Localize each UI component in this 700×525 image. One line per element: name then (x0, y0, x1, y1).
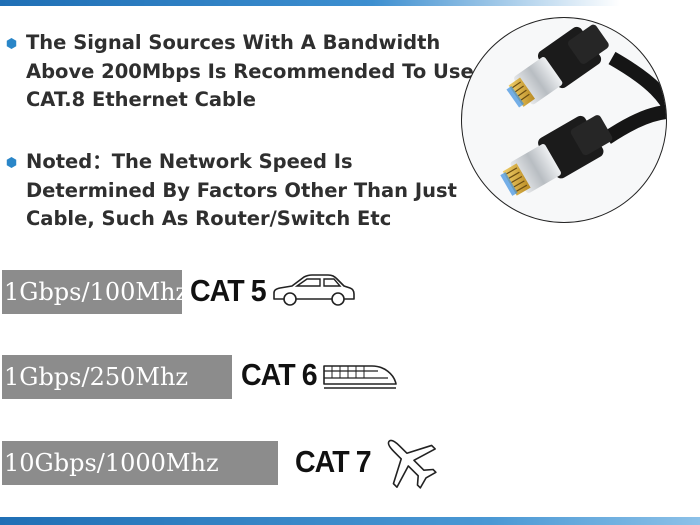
speed-bar-cat6: 1Gbps/250Mhz (2, 355, 232, 399)
note-network-speed: Noted：The Network Speed Is Determined By… (6, 148, 486, 234)
car-icon (273, 274, 355, 306)
ethernet-connector-icon (500, 24, 666, 196)
hexagon-bullet-icon (6, 157, 17, 168)
hexagon-bullet-icon (6, 38, 17, 49)
speed-bar-cat5: 1Gbps/100Mhz (2, 270, 188, 314)
note-bandwidth-text: The Signal Sources With A Bandwidth Abov… (26, 31, 474, 111)
speed-bar-cat7: 10Gbps/1000Mhz (2, 441, 278, 485)
airplane-icon (387, 439, 437, 489)
note-bandwidth: The Signal Sources With A Bandwidth Abov… (6, 29, 486, 115)
top-accent-strip (0, 0, 620, 6)
train-icon (323, 365, 397, 389)
category-label-cat7: CAT 7 (295, 444, 372, 479)
bottom-accent-strip (0, 517, 700, 525)
category-label-cat5: CAT 5 (190, 273, 267, 308)
note-network-speed-text: Noted：The Network Speed Is Determined By… (26, 150, 457, 230)
category-label-cat6: CAT 6 (241, 357, 318, 392)
ethernet-cable-image (461, 17, 667, 223)
